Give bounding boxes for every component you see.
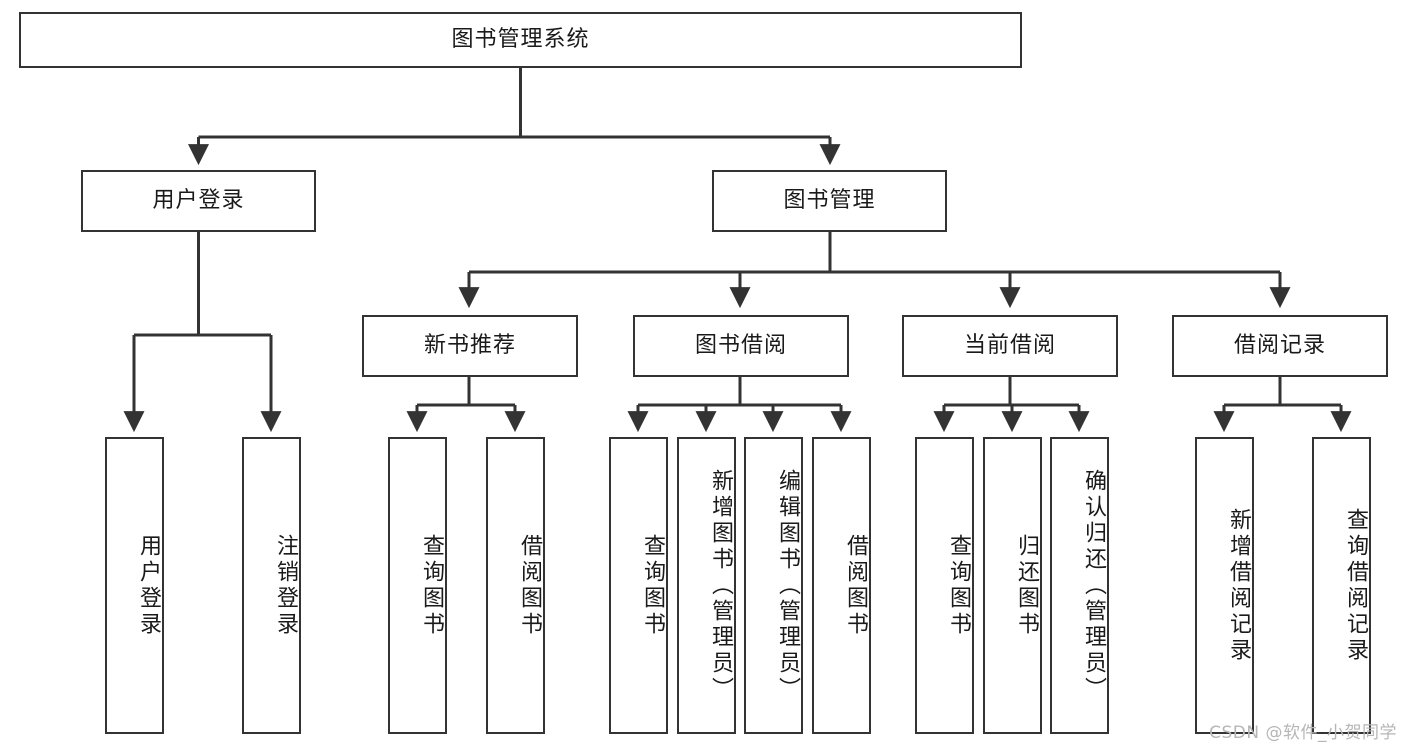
node-label: 查询借阅记录 [1343, 507, 1368, 664]
node-borrow-record[interactable]: 借阅记录 [1172, 315, 1388, 377]
leaf-query-book-recommend[interactable]: 查询图书 [388, 437, 447, 734]
leaf-edit-book-admin[interactable]: 编辑图书（管理员） [744, 437, 803, 734]
node-root-system[interactable]: 图书管理系统 [19, 12, 1022, 68]
leaf-user-login[interactable]: 用户登录 [105, 437, 164, 734]
node-label: 用户登录 [136, 533, 161, 638]
node-label: 借阅图书 [843, 533, 868, 638]
node-book-management[interactable]: 图书管理 [712, 170, 947, 232]
leaf-query-borrow-record[interactable]: 查询借阅记录 [1312, 437, 1371, 734]
node-label: 新书推荐 [423, 332, 516, 358]
node-book-borrow[interactable]: 图书借阅 [633, 315, 849, 377]
leaf-query-book-borrow[interactable]: 查询图书 [609, 437, 668, 734]
node-current-borrow[interactable]: 当前借阅 [902, 315, 1118, 377]
node-label: 查询图书 [946, 533, 971, 638]
node-label: 查询图书 [419, 533, 444, 638]
node-label: 编辑图书（管理员） [775, 468, 800, 703]
leaf-add-book-admin[interactable]: 新增图书（管理员） [677, 437, 736, 734]
leaf-query-book-current[interactable]: 查询图书 [915, 437, 974, 734]
leaf-logout[interactable]: 注销登录 [242, 437, 301, 734]
node-user-login[interactable]: 用户登录 [81, 170, 316, 232]
leaf-return-book[interactable]: 归还图书 [983, 437, 1042, 734]
node-label: 用户登录 [152, 187, 245, 213]
csdn-watermark: CSDN @软件_小贺同学 [1209, 723, 1397, 743]
leaf-add-borrow-record[interactable]: 新增借阅记录 [1195, 437, 1254, 734]
node-label: 归还图书 [1014, 533, 1039, 638]
node-label: 新增借阅记录 [1226, 507, 1251, 664]
node-label: 查询图书 [640, 533, 665, 638]
leaf-borrow-book-recommend[interactable]: 借阅图书 [486, 437, 545, 734]
leaf-borrow-book[interactable]: 借阅图书 [812, 437, 871, 734]
node-label: 图书管理系统 [451, 26, 590, 52]
node-label: 借阅图书 [517, 533, 542, 638]
node-label: 确认归还（管理员） [1081, 468, 1106, 703]
node-label: 当前借阅 [963, 332, 1056, 358]
node-label: 新增图书（管理员） [708, 468, 733, 703]
leaf-confirm-return-admin[interactable]: 确认归还（管理员） [1050, 437, 1109, 734]
node-label: 图书管理 [783, 187, 876, 213]
node-label: 图书借阅 [694, 332, 787, 358]
node-label: 借阅记录 [1233, 332, 1326, 358]
node-label: 注销登录 [273, 533, 298, 638]
node-new-book-recommend[interactable]: 新书推荐 [362, 315, 578, 377]
